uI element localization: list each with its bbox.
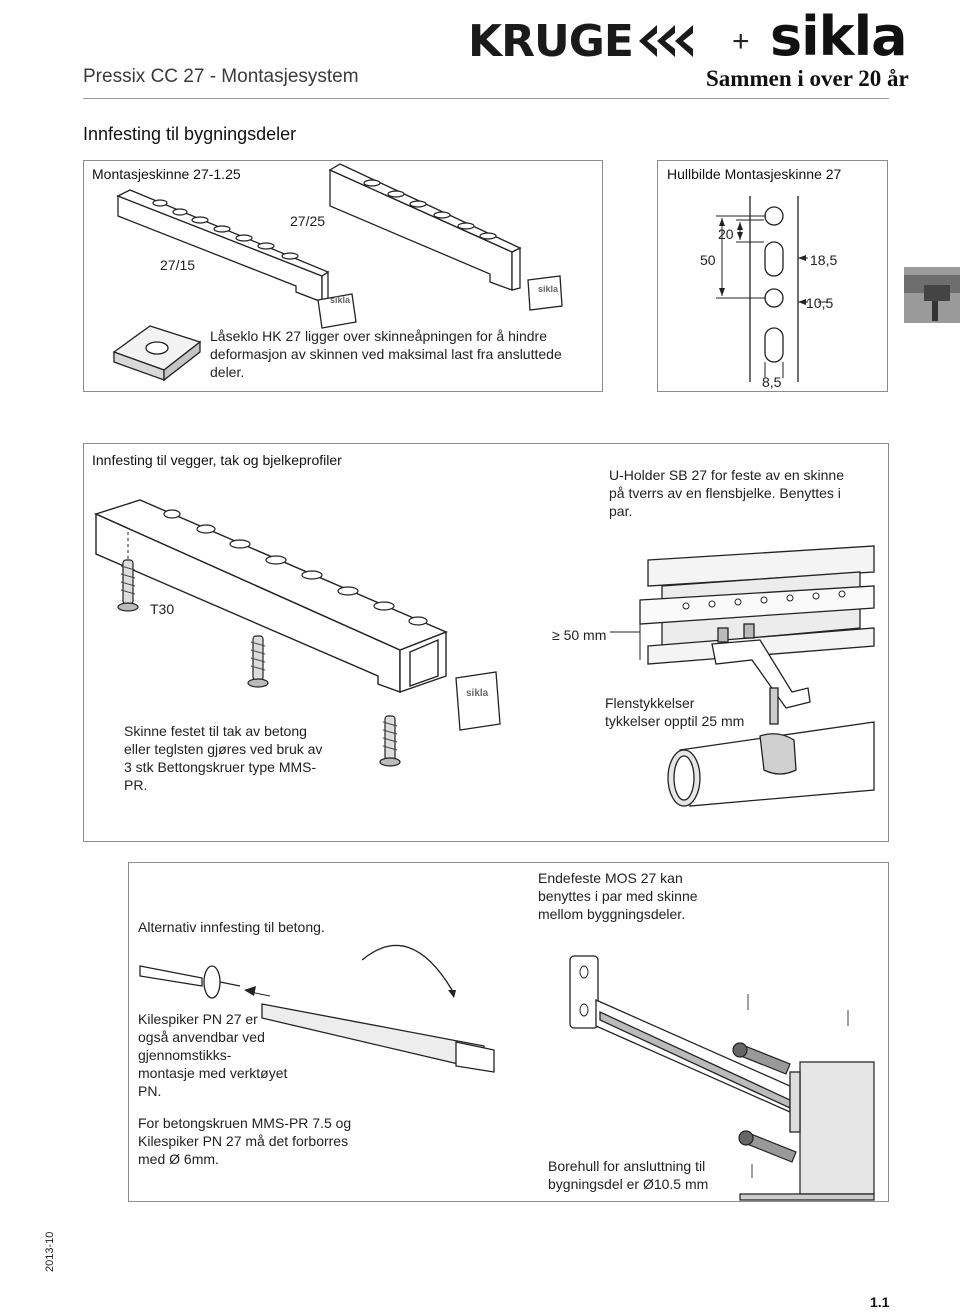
lock-claw-description: Låseklo HK 27 ligger over skinneåpningen… [210,328,562,380]
flange-thickness-text: Flenstykkelser tykkelser opptil 25 mm [605,695,745,729]
page-header-title: Pressix CC 27 - Montasjesystem [83,66,359,87]
wall-cap-logo: sikla [466,688,489,699]
rail-size-27-15: 27/15 [160,257,196,273]
hole-dim-10-5: 10,5 [806,295,834,311]
header-rule [83,98,889,99]
brand-tagline: Sammen i over 20 år [706,66,909,91]
rail-photo-thumbnail [904,267,960,323]
screw-type-t30: T30 [150,601,175,617]
brand-plus: + [732,25,750,58]
kruge-chevrons-icon [638,25,693,57]
kilespiker-description: Kilespiker PN 27 er også anvendbar ved g… [138,1011,288,1099]
hole-dim-20: 20 [718,226,734,242]
borehull-description: Borehull for ansluttning til bygningsdel… [548,1158,709,1192]
endefeste-description: Endefeste MOS 27 kan benyttes i par med … [538,870,698,922]
rail-box-label: Montasjeskinne 27-1.25 [92,166,241,182]
sikla-logo: sikla [770,5,908,68]
document-date: 2013-10 [44,1231,56,1272]
hole-dim-8-5: 8,5 [762,374,782,390]
rail-box [83,160,603,392]
rail-size-27-25: 27/25 [290,213,326,229]
ceiling-mount-description: Skinne festet til tak av betong eller te… [124,723,323,793]
kruge-logo: KRUGE [468,16,697,68]
wall-mount-box [83,443,889,842]
hole-dim-18-5: 18,5 [810,252,838,268]
wall-mount-label: Innfesting til vegger, tak og bjelkeprof… [92,452,342,468]
predrill-description: For betongskruen MMS-PR 7.5 og Kilespike… [138,1115,352,1167]
section-title: Innfesting til bygningsdeler [83,124,297,144]
kruge-logo-text: KRUGE [468,16,634,67]
rail-cap-logo-1: sikla [330,295,351,305]
hole-pattern-box [657,160,888,392]
hole-dim-50: 50 [700,252,716,268]
page-number: 1.1 [870,1294,890,1310]
hole-pattern-label: Hullbilde Montasjeskinne 27 [667,166,842,182]
rail-cap-logo-2: sikla [538,284,559,294]
concrete-mount-box [128,862,889,1202]
uholder-description: U-Holder SB 27 for feste av en skinne på… [609,467,845,519]
min-distance-50mm: ≥ 50 mm [552,627,607,643]
alt-concrete-label: Alternativ innfesting til betong. [138,919,325,935]
